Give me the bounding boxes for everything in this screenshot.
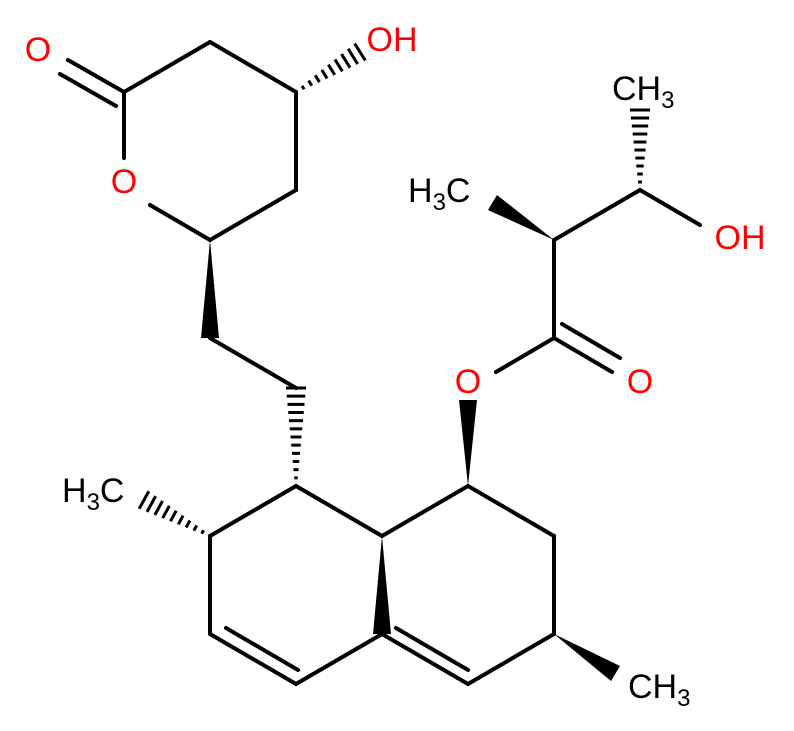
wedge-bonds [201, 195, 620, 681]
wedge-bond [373, 536, 391, 634]
lactone-carbonyl-oxygen: O [25, 31, 51, 69]
hash-stroke [307, 79, 314, 87]
bond [208, 40, 298, 94]
hash-stroke [176, 514, 185, 526]
hash-stroke [327, 63, 337, 76]
bond [208, 632, 298, 686]
ester-carbonyl-oxygen: O [627, 363, 653, 401]
ring-hydroxyl: OH [367, 21, 418, 59]
hash-stroke [200, 529, 205, 535]
ester-oxygen: O [455, 363, 481, 401]
hash-stroke [294, 90, 298, 94]
atom-labels: O O OH O O OH H3C CH3 H3C CH3 [25, 21, 766, 712]
side-chain-hydroxyl: OH [715, 219, 766, 257]
bond [494, 336, 556, 374]
bond-lines [58, 40, 702, 686]
bond [208, 336, 298, 390]
ring-methyl-label: H3C [62, 472, 124, 516]
hash-stroke [184, 519, 192, 529]
hash-stroke [313, 74, 321, 83]
bond [638, 188, 702, 227]
hash-stroke [353, 42, 367, 62]
bond [208, 188, 298, 242]
bond [66, 58, 126, 94]
bond [148, 203, 212, 242]
top-methyl-label: CH3 [612, 70, 674, 114]
hash-stroke [208, 534, 212, 538]
bond [552, 188, 642, 242]
bond [122, 40, 212, 94]
bond [58, 72, 118, 108]
hash-stroke [137, 490, 151, 510]
bond [294, 632, 384, 686]
hash-stroke [161, 505, 171, 519]
hash-stroke [145, 495, 157, 513]
hash-stroke [333, 58, 344, 73]
hash-stroke [153, 500, 164, 516]
side-methyl-label: H3C [408, 172, 470, 216]
bottom-methyl-label: CH3 [628, 668, 690, 712]
hash-stroke [300, 85, 306, 91]
wedge-bond [554, 634, 620, 681]
hash-stroke [169, 510, 178, 522]
wedge-bond [459, 400, 477, 486]
bond [560, 322, 622, 360]
bond [552, 336, 614, 374]
bond [466, 632, 556, 686]
bond [380, 632, 470, 686]
hash-stroke [346, 48, 359, 65]
hash-stroke [192, 524, 199, 532]
hash-bonds [137, 42, 650, 538]
bond [294, 484, 384, 538]
bond [466, 484, 556, 538]
hash-stroke [320, 69, 329, 80]
bond [380, 484, 470, 538]
bond [224, 626, 300, 672]
lactone-ring-oxygen: O [111, 163, 137, 201]
bond [208, 484, 298, 538]
wedge-bond [488, 195, 554, 240]
bond [394, 626, 470, 672]
wedge-bond [201, 240, 219, 338]
hash-stroke [340, 53, 352, 69]
